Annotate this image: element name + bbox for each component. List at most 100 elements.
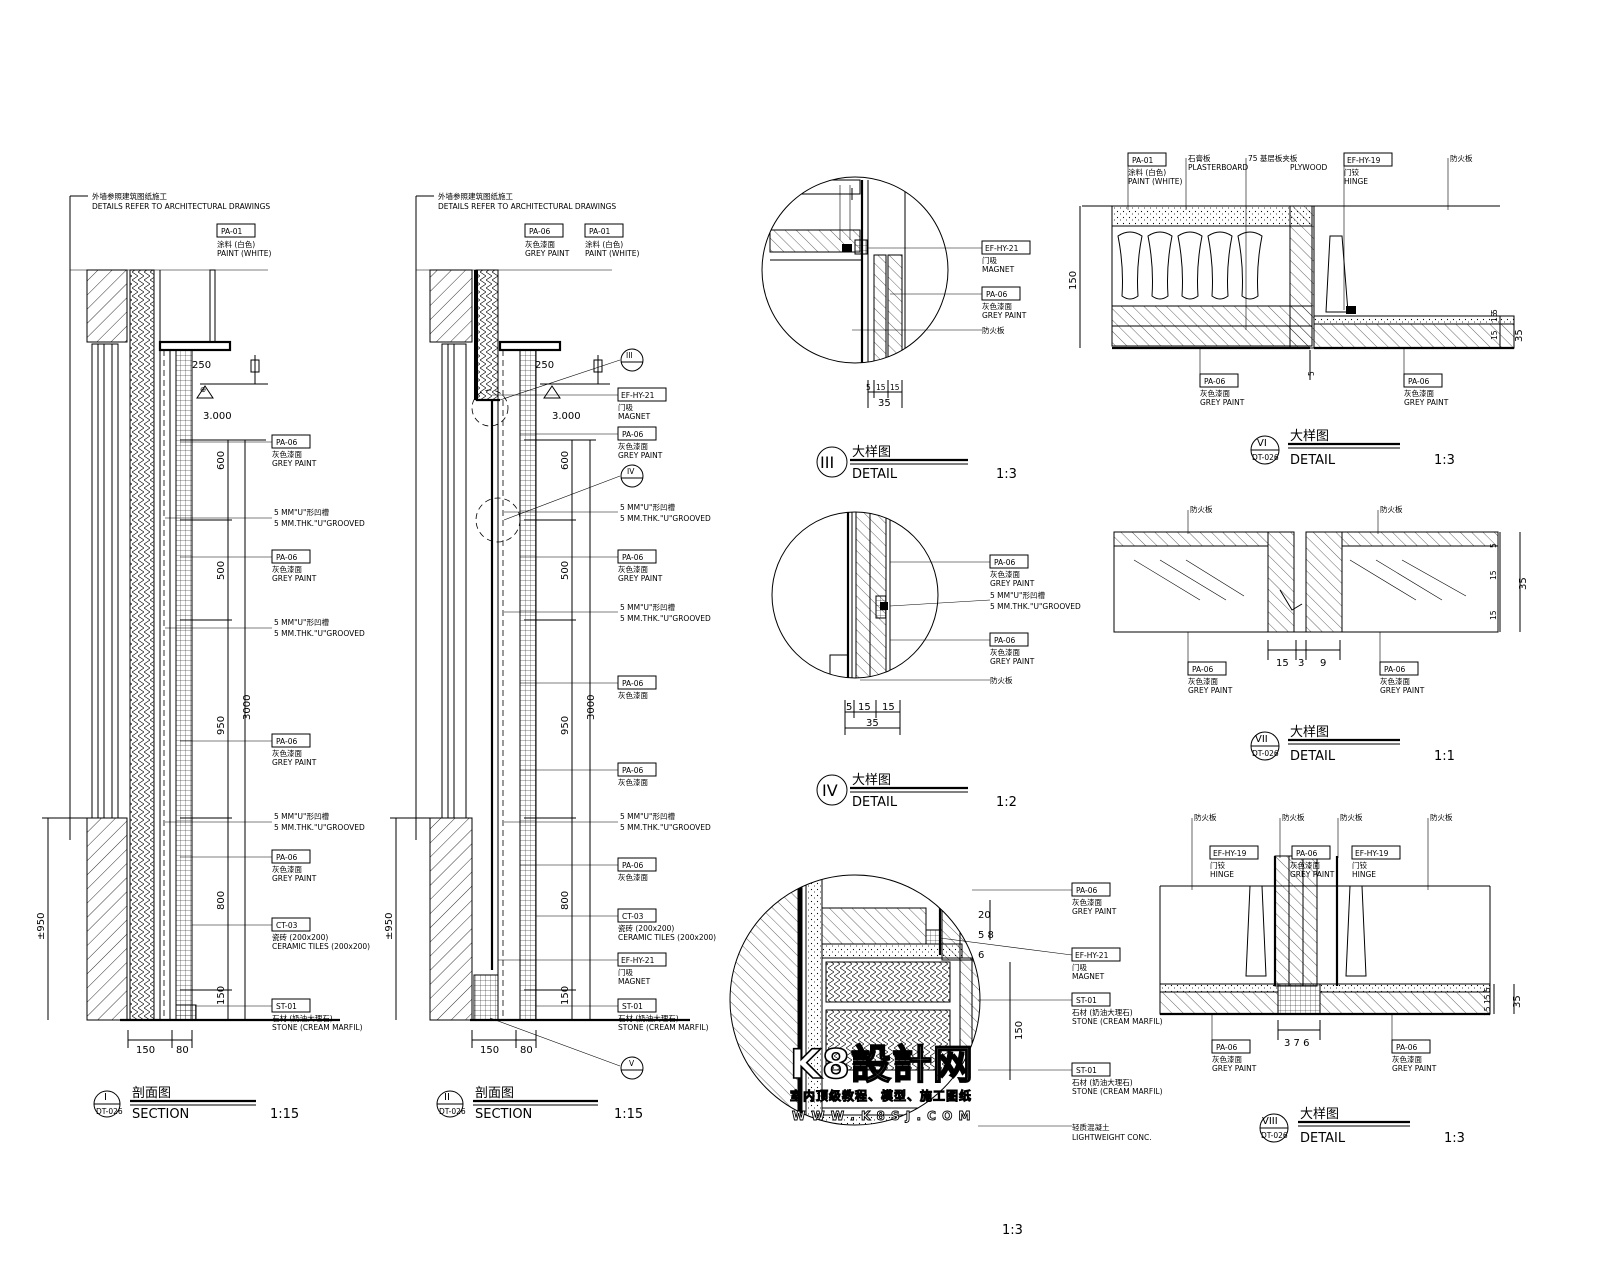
svg-text:35: 35 bbox=[1512, 995, 1523, 1008]
svg-text:PA-06: PA-06 bbox=[986, 290, 1007, 299]
svg-text:PA-06: PA-06 bbox=[276, 737, 297, 746]
svg-text:PA-06: PA-06 bbox=[994, 636, 1015, 645]
section-ii-drawing: 外墙参照建筑图纸施工 DETAILS REFER TO ARCHITECTURA… bbox=[384, 191, 690, 1056]
svg-text:石膏板: 石膏板 bbox=[1188, 153, 1211, 163]
detail-iv-labels: PA-06 灰色漆面 GREY PAINT 5 MM"U"形凹槽 5 MM.TH… bbox=[989, 554, 1081, 685]
svg-text:GREY PAINT: GREY PAINT bbox=[1200, 398, 1245, 407]
svg-text:GREY PAINT: GREY PAINT bbox=[272, 574, 317, 583]
title-detail-vi: VI DT-026 大样图 DETAIL 1:3 bbox=[1250, 429, 1455, 468]
svg-text:5: 5 bbox=[1307, 371, 1316, 376]
svg-text:150: 150 bbox=[480, 1045, 499, 1056]
detail-viii-drawing: 3 7 6 5 15 15 35 bbox=[1159, 855, 1523, 1049]
section-i-drawing: 外墙参照建筑图纸施工 DETAILS REFER TO ARCHITECTURA… bbox=[36, 191, 340, 1056]
detail-vi-drawing: 150 15 15 5 35 5 bbox=[1068, 205, 1525, 380]
svg-text:石材 (奶油大理石): 石材 (奶油大理石) bbox=[1072, 1007, 1133, 1017]
svg-text:K8設計网: K8設計网 bbox=[790, 1042, 974, 1088]
svg-text:PA-01: PA-01 bbox=[1132, 156, 1153, 165]
svg-text:DT-026: DT-026 bbox=[1252, 749, 1279, 758]
svg-text:5 MM.THK."U"GROOVED: 5 MM.THK."U"GROOVED bbox=[620, 614, 711, 623]
svg-text:灰色漆面: 灰色漆面 bbox=[272, 748, 302, 758]
svg-text:5: 5 bbox=[1490, 309, 1499, 314]
svg-text:PA-01: PA-01 bbox=[589, 227, 610, 236]
svg-text:灰色漆面: 灰色漆面 bbox=[618, 441, 648, 451]
svg-text:5 MM.THK."U"GROOVED: 5 MM.THK."U"GROOVED bbox=[990, 602, 1081, 611]
title-detail-viii: VIII DT-026 大样图 DETAIL 1:3 bbox=[1259, 1107, 1465, 1146]
svg-text:PA-06: PA-06 bbox=[1204, 377, 1225, 386]
svg-text:1:15: 1:15 bbox=[614, 1107, 643, 1122]
svg-text:GREY PAINT: GREY PAINT bbox=[525, 249, 570, 258]
svg-text:DETAIL: DETAIL bbox=[1290, 749, 1336, 764]
svg-text:HINGE: HINGE bbox=[1210, 870, 1234, 879]
svg-text:GREY PAINT: GREY PAINT bbox=[1212, 1064, 1257, 1073]
svg-text:门吸: 门吸 bbox=[618, 968, 633, 977]
svg-text:W W W . K 8 S J . C O M: W W W . K 8 S J . C O M bbox=[792, 1109, 972, 1123]
svg-text:PA-06: PA-06 bbox=[1396, 1043, 1417, 1052]
callout-v: V bbox=[629, 1059, 635, 1068]
svg-text:PA-06: PA-06 bbox=[1192, 665, 1213, 674]
svg-text:15: 15 bbox=[1489, 610, 1498, 620]
svg-text:石材 (奶油大理石): 石材 (奶油大理石) bbox=[1072, 1077, 1133, 1087]
svg-text:ST-01: ST-01 bbox=[276, 1002, 297, 1011]
svg-text:石材 (奶油大理石): 石材 (奶油大理石) bbox=[272, 1013, 333, 1023]
svg-text:15: 15 bbox=[858, 702, 871, 713]
svg-text:PA-06: PA-06 bbox=[1384, 665, 1405, 674]
callout-iv: IV bbox=[627, 467, 635, 476]
svg-text:5 MM"U"形凹槽: 5 MM"U"形凹槽 bbox=[620, 811, 675, 821]
svg-text:150: 150 bbox=[1068, 271, 1079, 290]
svg-text:大样图: 大样图 bbox=[1290, 725, 1329, 740]
svg-text:15: 15 bbox=[1489, 570, 1498, 580]
dim-ceiling-offset: 250 bbox=[192, 360, 211, 371]
svg-text:950: 950 bbox=[560, 716, 571, 735]
svg-text:轻质混凝土: 轻质混凝土 bbox=[1072, 1122, 1110, 1132]
svg-text:PA-01: PA-01 bbox=[221, 227, 242, 236]
svg-text:GREY PAINT: GREY PAINT bbox=[1404, 398, 1449, 407]
svg-text:15: 15 bbox=[1483, 994, 1492, 1004]
svg-text:1:1: 1:1 bbox=[1434, 749, 1455, 764]
svg-text:门吸: 门吸 bbox=[982, 256, 997, 265]
svg-text:PA-06: PA-06 bbox=[622, 430, 643, 439]
detail-iii-drawing: 5 15 15 35 bbox=[761, 176, 982, 409]
svg-text:灰色漆面: 灰色漆面 bbox=[618, 872, 648, 882]
insulation-batts bbox=[1117, 231, 1263, 300]
svg-text:5 MM"U"形凹槽: 5 MM"U"形凹槽 bbox=[990, 590, 1045, 600]
svg-text:5 MM"U"形凹槽: 5 MM"U"形凹槽 bbox=[620, 502, 675, 512]
svg-text:DT-026: DT-026 bbox=[439, 1107, 466, 1116]
svg-text:EF-HY-21: EF-HY-21 bbox=[985, 244, 1019, 253]
svg-text:IV: IV bbox=[822, 781, 838, 800]
svg-text:STONE (CREAM MARFIL): STONE (CREAM MARFIL) bbox=[618, 1023, 709, 1032]
svg-text:PA-06: PA-06 bbox=[622, 861, 643, 870]
dim-500: 500 bbox=[216, 561, 227, 580]
svg-text:15: 15 bbox=[1276, 658, 1289, 669]
svg-text:防火板: 防火板 bbox=[1190, 504, 1213, 514]
svg-text:灰色漆面: 灰色漆面 bbox=[525, 239, 555, 249]
svg-text:GREY PAINT: GREY PAINT bbox=[1072, 907, 1117, 916]
svg-text:DETAIL: DETAIL bbox=[852, 795, 898, 810]
detail-vi-labels: PA-01 涂料 (白色) PAINT (WHITE) 石膏板 PLASTERB… bbox=[1127, 152, 1473, 407]
svg-text:大样图: 大样图 bbox=[852, 773, 891, 788]
section-ii-callouts: III IV V bbox=[489, 348, 644, 1080]
callout-iii: III bbox=[626, 351, 633, 360]
svg-text:ST-01: ST-01 bbox=[1076, 996, 1097, 1005]
detail-iii-labels: EF-HY-21 门吸 MAGNET PA-06 灰色漆面 GREY PAINT… bbox=[981, 240, 1031, 335]
svg-text:EF-HY-21: EF-HY-21 bbox=[1075, 951, 1109, 960]
svg-text:ST-01: ST-01 bbox=[1076, 1066, 1097, 1075]
svg-text:MAGNET: MAGNET bbox=[1072, 972, 1105, 981]
title-detail-vii: VII DT-026 大样图 DETAIL 1:1 bbox=[1250, 725, 1455, 764]
svg-text:LIGHTWEIGHT CONC.: LIGHTWEIGHT CONC. bbox=[1072, 1133, 1152, 1142]
svg-text:5 MM.THK."U"GROOVED: 5 MM.THK."U"GROOVED bbox=[274, 519, 365, 528]
svg-text:600: 600 bbox=[560, 451, 571, 470]
svg-text:灰色漆面: 灰色漆面 bbox=[990, 569, 1020, 579]
svg-text:DETAILS REFER TO ARCHITECTURAL: DETAILS REFER TO ARCHITECTURAL DRAWINGS bbox=[438, 202, 616, 211]
svg-text:EF-HY-21: EF-HY-21 bbox=[621, 956, 655, 965]
dim-150: 150 bbox=[216, 986, 227, 1005]
svg-text:防火板: 防火板 bbox=[1340, 812, 1363, 822]
svg-text:EF-HY-21: EF-HY-21 bbox=[621, 391, 655, 400]
svg-text:大样图: 大样图 bbox=[852, 445, 891, 460]
svg-text:250: 250 bbox=[535, 360, 554, 371]
detail-viii-labels: 防火板 防火板 防火板 防火板 EF-HY-19 门铰 HINGE PA-06 … bbox=[1191, 812, 1453, 1073]
svg-text:PA-06: PA-06 bbox=[622, 553, 643, 562]
svg-text:1:3: 1:3 bbox=[996, 467, 1017, 482]
svg-text:PA-06: PA-06 bbox=[276, 553, 297, 562]
svg-text:STONE (CREAM MARFIL): STONE (CREAM MARFIL) bbox=[1072, 1017, 1163, 1026]
